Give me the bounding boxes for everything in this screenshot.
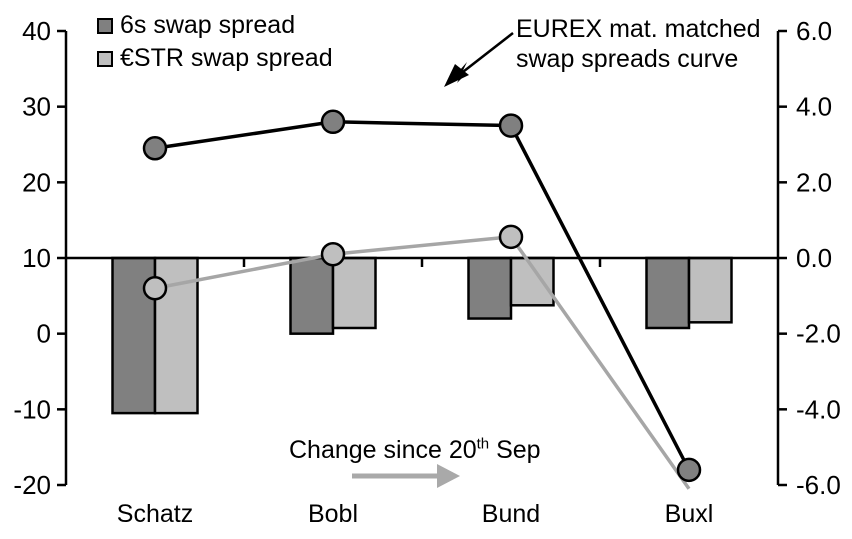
left-axis-tick-label: 30: [22, 92, 51, 122]
right-axis-tick-label: 0.0: [796, 243, 832, 273]
left-axis-tick-label: 20: [22, 167, 51, 197]
left-axis-tick-label: 0: [37, 319, 51, 349]
bar-series0-buxl: [645, 256, 691, 330]
category-label-bund: Bund: [482, 500, 540, 528]
change-arrowhead: [437, 464, 460, 488]
marker-series1-schatz: [142, 276, 168, 301]
change-annotation-suffix: Sep: [489, 436, 541, 464]
legend-swatch-6s: [97, 17, 113, 34]
left-axis-tick-label: 10: [22, 243, 51, 273]
curve-annotation-arrow-shaft: [458, 32, 514, 76]
right-axis-tick-label: 6.0: [796, 16, 832, 46]
curve-annotation-line1: EUREX mat. matched: [516, 15, 761, 43]
category-label-buxl: Buxl: [665, 500, 714, 528]
curve-annotation-line2: swap spreads curve: [516, 45, 739, 73]
right-axis-tick-label: -2.0: [796, 319, 841, 349]
marker-series1-bobl: [320, 241, 346, 267]
bar-series0-bund: [467, 256, 513, 320]
change-annotation-prefix: Change since 20: [289, 436, 477, 464]
right-axis-tick-label: 2.0: [796, 167, 832, 197]
category-label-bobl: Bobl: [308, 500, 358, 528]
line-series0: [154, 120, 691, 471]
category-label-schatz: Schatz: [117, 500, 193, 528]
legend-swatch-estr: [97, 50, 113, 67]
bar-series1-bobl: [331, 256, 377, 330]
change-annotation-text: Change since 20th Sep: [289, 436, 541, 465]
curve-annotation-arrowhead: [444, 64, 469, 87]
bar-series0-bobl: [289, 256, 335, 335]
right-axis-tick-label: 4.0: [796, 92, 832, 122]
chart-legend: 6s swap spread €STR swap spread: [97, 9, 333, 75]
marker-series1-bund: [498, 224, 524, 250]
change-annotation-superscript: th: [476, 435, 490, 453]
left-axis-tick-label: 40: [22, 16, 51, 46]
left-axis-tick-label: -20: [13, 470, 51, 500]
marker-series0-bund: [498, 113, 524, 138]
right-axis-tick-label: -6.0: [796, 470, 841, 500]
marker-series0-schatz: [142, 136, 168, 161]
bar-series1-buxl: [687, 256, 733, 324]
legend-label-estr: €STR swap spread: [120, 44, 333, 72]
marker-series0-buxl: [676, 457, 702, 483]
curve-annotation-text: EUREX mat. matched swap spreads curve: [516, 14, 761, 74]
right-axis-tick-label: -4.0: [796, 394, 841, 424]
marker-series0-bobl: [320, 109, 346, 135]
legend-item-estr: €STR swap spread: [97, 42, 333, 75]
legend-label-6s: 6s swap spread: [120, 11, 296, 39]
left-axis-tick-label: -10: [13, 394, 51, 424]
legend-item-6s: 6s swap spread: [97, 9, 333, 42]
line-series1: [154, 234, 691, 490]
